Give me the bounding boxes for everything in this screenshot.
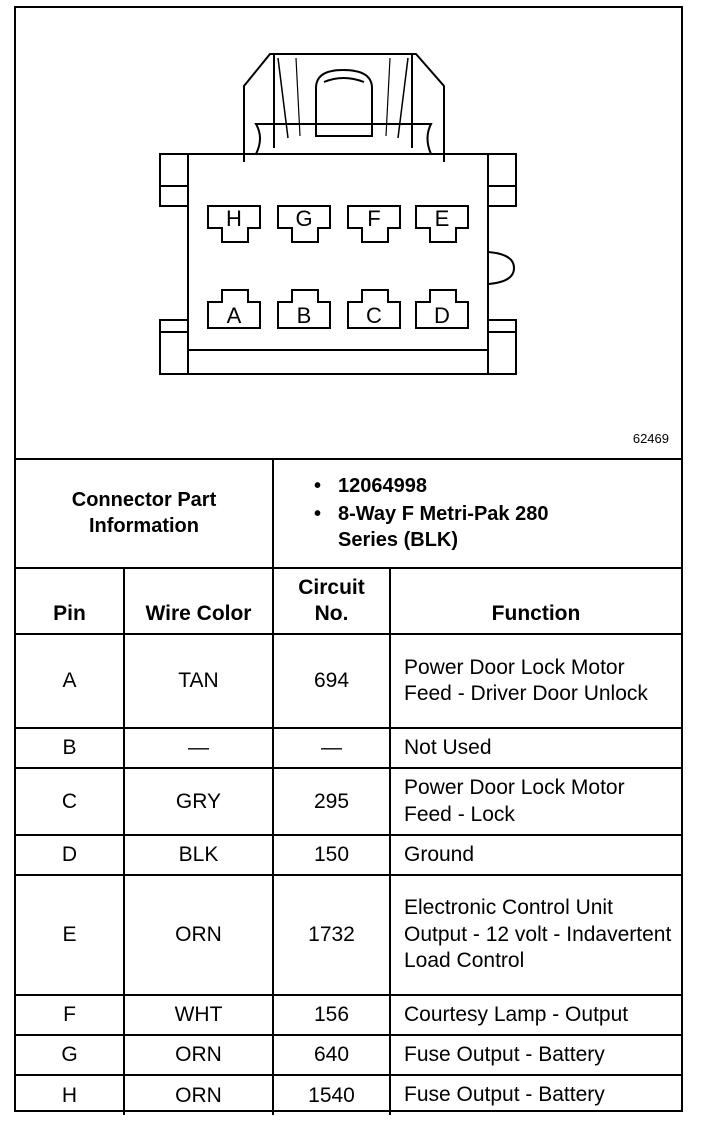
bullet-icon: • — [314, 502, 322, 525]
pin-cell: C — [16, 767, 125, 836]
pin-cell: H — [16, 1074, 125, 1115]
table-row: B——Not Used — [16, 727, 681, 769]
pin-label: D — [434, 303, 450, 328]
wire-color-cell: BLK — [123, 834, 274, 876]
pin-cavity — [207, 289, 261, 329]
pin-label: C — [366, 303, 382, 328]
circuit-cell: 156 — [272, 994, 391, 1036]
connector-info-values: • 12064998 • 8-Way F Metri-Pak 280 Serie… — [272, 458, 681, 569]
function-cell: Fuse Output - Battery — [389, 1074, 681, 1115]
pin-cell: D — [16, 834, 125, 876]
pin-cell: G — [16, 1034, 125, 1076]
pin-cavity — [277, 289, 331, 329]
pin-cavity — [347, 205, 401, 243]
connector-info-label-text: Connector Part Information — [71, 488, 217, 537]
figure-number: 62469 — [632, 431, 669, 446]
circuit-cell: 1732 — [272, 874, 391, 996]
connector-drawing: H G F E A B C D — [159, 53, 517, 375]
header-circuit: Circuit No. — [272, 567, 391, 635]
pin-cell: F — [16, 994, 125, 1036]
wire-color-cell: WHT — [123, 994, 274, 1036]
header-row: Pin Wire Color Circuit No. Function — [16, 567, 681, 635]
function-cell: Not Used — [389, 727, 681, 769]
connector-description: 8-Way F Metri-Pak 280 Series (BLK) — [338, 502, 549, 551]
header-circuit-text: Circuit No. — [298, 576, 365, 625]
description-item: • 8-Way F Metri-Pak 280 Series (BLK) — [314, 501, 568, 553]
connector-info-label: Connector Part Information — [16, 458, 274, 569]
part-number-item: • 12064998 — [314, 473, 681, 499]
pin-label: B — [297, 303, 312, 328]
circuit-cell: 640 — [272, 1034, 391, 1076]
function-cell: Courtesy Lamp - Output — [389, 994, 681, 1036]
pin-label: G — [295, 206, 312, 231]
pin-label: E — [435, 206, 450, 231]
circuit-cell: 295 — [272, 767, 391, 836]
function-cell: Fuse Output - Battery — [389, 1034, 681, 1076]
pin-label: F — [367, 206, 380, 231]
wire-color-cell: GRY — [123, 767, 274, 836]
circuit-cell: 1540 — [272, 1074, 391, 1115]
connector-figure: H G F E A B C D 62469 — [16, 8, 681, 460]
pin-cell: E — [16, 874, 125, 996]
header-function: Function — [389, 567, 681, 635]
pin-cavity — [415, 205, 469, 243]
wire-color-cell: TAN — [123, 634, 274, 729]
circuit-cell: — — [272, 727, 391, 769]
wire-color-cell: ORN — [123, 1074, 274, 1115]
circuit-cell: 150 — [272, 834, 391, 876]
pin-label: A — [227, 303, 242, 328]
pin-label: H — [226, 206, 242, 231]
pin-cavity — [415, 289, 469, 329]
function-cell: Power Door Lock Motor Feed - Driver Door… — [389, 634, 681, 729]
pin-cell: B — [16, 727, 125, 769]
pin-cavity — [207, 205, 261, 243]
bullet-icon: • — [314, 474, 322, 497]
function-cell: Electronic Control Unit Output - 12 volt… — [389, 874, 681, 996]
connector-table: Connector Part Information • 12064998 • … — [16, 458, 681, 1115]
wire-color-cell: — — [123, 727, 274, 769]
function-cell: Ground — [389, 834, 681, 876]
wire-color-cell: ORN — [123, 1034, 274, 1076]
pin-cavity — [277, 205, 331, 243]
circuit-cell: 694 — [272, 634, 391, 729]
part-number: 12064998 — [338, 474, 427, 497]
function-cell: Power Door Lock Motor Feed - Lock — [389, 767, 681, 836]
pin-cell: A — [16, 634, 125, 729]
header-pin: Pin — [16, 567, 125, 635]
header-wire-color: Wire Color — [123, 567, 274, 635]
wire-color-cell: ORN — [123, 874, 274, 996]
pin-cavity — [347, 289, 401, 329]
